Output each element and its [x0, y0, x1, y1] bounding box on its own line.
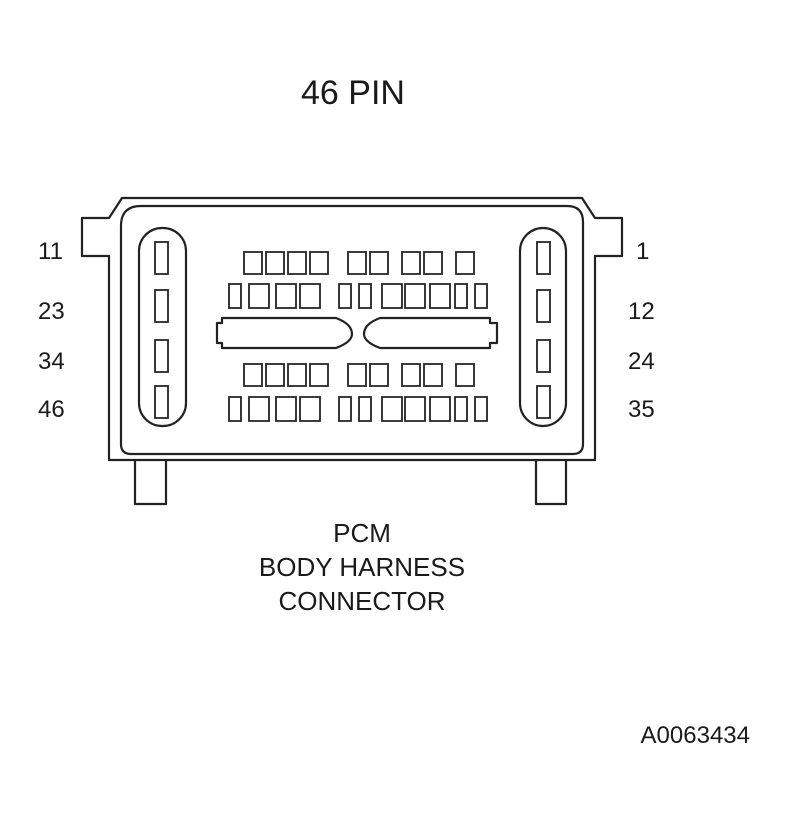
pin-cavity-square-14 — [348, 364, 366, 386]
pin-cavity-mixed-1 — [229, 284, 241, 308]
pin-cavity-mixed-5 — [339, 284, 351, 308]
caption-line-1: PCM — [333, 518, 391, 548]
caption-line-3: CONNECTOR — [278, 586, 446, 616]
pin-label-right-row-2: 12 — [628, 298, 655, 325]
pin-cavity-mixed-22 — [475, 397, 487, 421]
pin-cavity-mixed-14 — [276, 397, 296, 421]
pin-cavity-square-1 — [244, 252, 262, 274]
left-mounting-foot — [135, 460, 166, 504]
pin-cavity-square-8 — [424, 252, 442, 274]
pin-cavity-mixed-13 — [249, 397, 269, 421]
pin-cavity-mixed-9 — [430, 284, 450, 308]
pin-cavities — [155, 242, 550, 421]
right-pin-column — [520, 228, 566, 426]
pin-cavity-square-15 — [370, 364, 388, 386]
pin-cavity-square-12 — [288, 364, 306, 386]
pin-cavity-square-7 — [402, 252, 420, 274]
pin-cavity-mixed-21 — [455, 397, 467, 421]
pin-cavity-left-column-4 — [155, 386, 168, 418]
pin-cavity-left-column-3 — [155, 340, 168, 372]
pin-cavity-square-18 — [456, 364, 474, 386]
connector-outer-housing — [82, 198, 622, 460]
pin-label-right-row-4: 35 — [628, 396, 655, 423]
pin-label-right-row-3: 24 — [628, 348, 655, 375]
pin-cavity-mixed-2 — [249, 284, 269, 308]
pin-cavity-mixed-15 — [300, 397, 320, 421]
diagram-caption: PCM BODY HARNESS CONNECTOR — [0, 516, 724, 618]
pin-cavity-square-17 — [424, 364, 442, 386]
pin-cavity-mixed-3 — [276, 284, 296, 308]
pin-cavity-left-column-1 — [155, 242, 168, 274]
pin-cavity-mixed-19 — [405, 397, 425, 421]
pin-label-left-row-4: 46 — [38, 396, 65, 423]
pin-cavity-mixed-7 — [382, 284, 402, 308]
figure-id: A0063434 — [640, 722, 750, 749]
pin-cavity-square-3 — [288, 252, 306, 274]
pin-cavity-square-9 — [456, 252, 474, 274]
center-key-left — [217, 318, 352, 348]
connector-inner-housing — [121, 206, 583, 454]
pin-cavity-mixed-12 — [229, 397, 241, 421]
pin-cavity-square-16 — [402, 364, 420, 386]
pin-cavity-mixed-10 — [455, 284, 467, 308]
pin-label-left-row-1: 11 — [38, 238, 63, 265]
caption-line-2: BODY HARNESS — [258, 552, 466, 582]
pin-cavity-square-13 — [310, 364, 328, 386]
pin-cavity-square-4 — [310, 252, 328, 274]
diagram-title: 46 PIN — [301, 74, 405, 112]
pin-cavity-square-11 — [266, 364, 284, 386]
pin-label-left-row-3: 34 — [38, 348, 65, 375]
right-mounting-foot — [536, 460, 566, 504]
pin-cavity-right-column-1 — [537, 242, 550, 274]
pin-cavity-right-column-4 — [537, 386, 550, 418]
pin-cavity-mixed-18 — [382, 397, 402, 421]
pin-cavity-mixed-11 — [475, 284, 487, 308]
pin-cavity-right-column-3 — [537, 340, 550, 372]
pin-cavity-square-5 — [348, 252, 366, 274]
pin-cavity-mixed-16 — [339, 397, 351, 421]
pin-cavity-mixed-17 — [359, 397, 371, 421]
pin-cavity-mixed-6 — [359, 284, 371, 308]
pin-cavity-left-column-2 — [155, 290, 168, 322]
pin-cavity-square-2 — [266, 252, 284, 274]
pin-cavity-mixed-4 — [300, 284, 320, 308]
center-key-right — [364, 318, 497, 348]
pin-cavity-square-6 — [370, 252, 388, 274]
pin-cavity-mixed-20 — [430, 397, 450, 421]
pin-label-right-row-1: 1 — [636, 238, 650, 265]
pin-label-left-row-2: 23 — [38, 298, 65, 325]
pin-cavity-square-10 — [244, 364, 262, 386]
pin-cavity-mixed-8 — [405, 284, 425, 308]
left-pin-column — [139, 228, 186, 426]
pin-cavity-right-column-2 — [537, 290, 550, 322]
